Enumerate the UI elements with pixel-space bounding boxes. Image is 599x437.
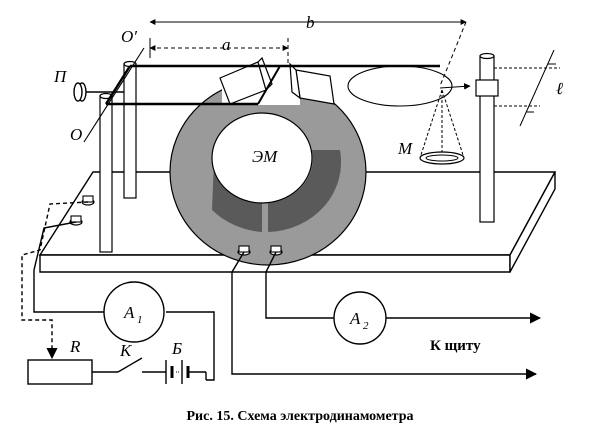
battery <box>165 360 207 384</box>
label-p: П <box>53 67 68 86</box>
label-m: М <box>397 139 413 158</box>
label-o: O <box>70 125 82 144</box>
terminals-center <box>237 245 283 256</box>
dimension-l <box>494 49 560 127</box>
ammeter-a2 <box>333 291 387 345</box>
electromagnet-ring <box>169 56 367 266</box>
pivot-spring <box>73 82 124 102</box>
left-post-rear <box>123 60 137 199</box>
label-a: a <box>222 35 231 54</box>
label-a1: A <box>123 303 135 322</box>
label-a2-sub: 2 <box>363 320 369 332</box>
left-post-front <box>99 92 113 253</box>
pointer-beam <box>347 65 453 107</box>
right-post <box>475 52 499 223</box>
mirror-cone <box>419 89 465 165</box>
label-em: ЭМ <box>252 147 278 166</box>
label-a2: A <box>349 309 361 328</box>
label-l: ℓ <box>556 79 563 98</box>
label-o-prime: O′ <box>121 27 137 46</box>
wiring <box>21 201 542 381</box>
label-r: R <box>69 337 81 356</box>
ammeter-a1 <box>103 281 165 343</box>
label-to-panel: К щиту <box>430 338 481 354</box>
resistor <box>27 359 93 385</box>
label-b: b <box>306 13 315 32</box>
dimension-a <box>149 38 289 66</box>
label-a1-sub: 1 <box>137 314 143 326</box>
rotation-axis <box>83 47 145 143</box>
dimension-b <box>149 19 467 87</box>
label-battery: Б <box>171 339 182 358</box>
figure-caption: Рис. 15. Схема электродинамометра <box>187 409 414 424</box>
label-k: К <box>119 341 133 360</box>
